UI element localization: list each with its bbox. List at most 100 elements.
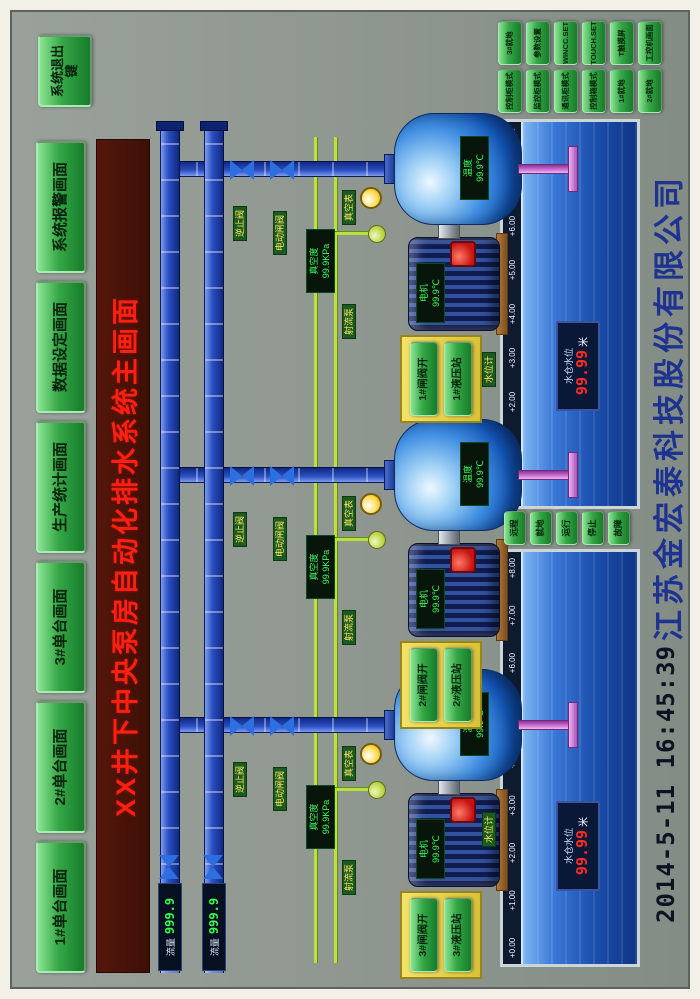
motor-label: 电机 (419, 590, 429, 609)
flow-value: 999.9 (163, 897, 177, 935)
jet-pump-tag: 射流泵 (342, 609, 357, 645)
pipe-end-flange (156, 121, 184, 131)
check-valve-icon (230, 466, 254, 486)
motor-display: 电机 99.9℃ (416, 569, 446, 629)
suction-pipe (518, 470, 574, 480)
flow-label: 流量 (209, 938, 220, 957)
vacuum-panel: 真空度 99.9KPa (306, 785, 336, 849)
valve-open-button[interactable]: 1#闸阀开 (410, 342, 438, 416)
gate-valve-tag: 电动闸阀 (273, 766, 288, 811)
valve-open-button[interactable]: 2#闸阀开 (410, 648, 438, 722)
main-pipe-1 (160, 127, 180, 973)
status-lamp-run[interactable]: 运行 (556, 511, 578, 545)
company-name: 江苏金宏泰科技股份有限公司 (652, 173, 687, 641)
motor-temp: 99.9℃ (430, 279, 441, 307)
gate-valve-icon (270, 160, 294, 180)
level-gauge-tag: 水位计 (482, 351, 497, 387)
valve-panel: 3#闸阀开 3#液压站 (400, 891, 482, 979)
valve-panel: 1#闸阀开 1#液压站 (400, 335, 482, 423)
valve-panel: 2#闸阀开 2#液压站 (400, 641, 482, 729)
suction-strainer (568, 146, 578, 192)
pump-unit-2: 逆止阀 电动闸阀 射流泵 真空度 99.9KPa 真空表 2#闸阀开 2#液压站… (12, 407, 690, 737)
exit-button[interactable]: 系统退出键 (38, 35, 92, 107)
main-pipe-2 (204, 127, 224, 973)
hydraulic-station-button[interactable]: 1#液压站 (444, 342, 472, 416)
hydraulic-station-button[interactable]: 2#液压站 (444, 648, 472, 722)
pump-temp-label: 温度 (463, 159, 473, 178)
mode-button-touchscr[interactable]: T触摸屏 (610, 21, 634, 65)
mode-button-touchset[interactable]: TOUCH.SET (582, 21, 606, 65)
status-lamp-stop[interactable]: 停止 (582, 511, 604, 545)
mode-button-ipc[interactable]: 工控机画面 (638, 21, 662, 65)
flow-value: 999.9 (207, 897, 221, 935)
stop-button[interactable] (450, 241, 476, 267)
check-valve-tag: 逆止阀 (233, 761, 248, 797)
mode-panel: 控制柜模式 监控柜模式 通讯柜模式 控制箱模式 1#就地 2#就地 3#就地 参… (498, 21, 662, 113)
level-display-right: 水仓水位 99.99米 (556, 321, 600, 411)
mode-button-local2[interactable]: 2#就地 (638, 69, 662, 113)
mode-button-monitor[interactable]: 监控柜模式 (526, 69, 550, 113)
pump-body (394, 113, 522, 225)
vacuum-value: 99.9KPa (320, 799, 331, 835)
vacuum-label: 真空度 (309, 553, 319, 581)
pump-body (394, 419, 522, 531)
pump-display: 温度 99.9℃ (460, 136, 490, 200)
level-unit: 米 (578, 336, 590, 347)
vacuum-gauge-tag: 真空表 (342, 495, 357, 531)
jet-pump-icon (368, 531, 386, 549)
jet-pump-icon (368, 781, 386, 799)
vacuum-gauge-icon (360, 743, 382, 765)
pump-temp-value: 99.9℃ (474, 154, 485, 182)
vacuum-gauge-icon (360, 187, 382, 209)
vacuum-gauge-icon (360, 493, 382, 515)
valve-open-button[interactable]: 3#闸阀开 (410, 898, 438, 972)
suction-strainer (568, 452, 578, 498)
pump-temp-label: 温度 (463, 465, 473, 484)
gate-valve-tag: 电动闸阀 (273, 210, 288, 255)
motor-display: 电机 99.9℃ (416, 819, 446, 879)
motor-display: 电机 99.9℃ (416, 263, 446, 323)
main-valve-icon (203, 855, 223, 879)
gate-valve-icon (270, 466, 294, 486)
flow-label: 流量 (165, 938, 176, 957)
motor-label: 电机 (419, 840, 429, 859)
vacuum-label: 真空度 (309, 247, 319, 275)
level-unit: 米 (578, 816, 590, 827)
jet-pump-tag: 射流泵 (342, 303, 357, 339)
level-gauge-tag: 水位计 (482, 811, 497, 847)
pump-display: 温度 99.9℃ (460, 442, 490, 506)
motor-label: 电机 (419, 284, 429, 303)
jet-pump-tag: 射流泵 (342, 859, 357, 895)
vacuum-value: 99.9KPa (320, 549, 331, 585)
hydraulic-station-button[interactable]: 3#液压站 (444, 898, 472, 972)
motor-temp: 99.9℃ (430, 835, 441, 863)
stop-button[interactable] (450, 547, 476, 573)
gate-valve-tag: 电动闸阀 (273, 516, 288, 561)
suction-pipe (518, 164, 574, 174)
mode-button-local1[interactable]: 1#就地 (610, 69, 634, 113)
vacuum-value: 99.9KPa (320, 243, 331, 279)
status-lamp-stack: 远程 就地 运行 停止 故障 (504, 511, 630, 545)
status-lamp-fault[interactable]: 故障 (608, 511, 630, 545)
level-value: 99.99 (572, 349, 591, 396)
mode-button-wincc[interactable]: WINCC.SET (554, 21, 578, 65)
pump-temp-value: 99.9℃ (474, 460, 485, 488)
mode-button-box[interactable]: 控制箱模式 (582, 69, 606, 113)
main-valve-icon (159, 855, 179, 879)
mode-button-params[interactable]: 参数设置 (526, 21, 550, 65)
mode-button-local3[interactable]: 3#就地 (498, 21, 522, 65)
stop-button[interactable] (450, 797, 476, 823)
status-lamp-local[interactable]: 就地 (530, 511, 552, 545)
vacuum-label: 真空度 (309, 803, 319, 831)
level-display-left: 水仓水位 99.99米 (556, 801, 600, 891)
mode-button-comm[interactable]: 通讯柜模式 (554, 69, 578, 113)
mode-button-cabinet[interactable]: 控制柜模式 (498, 69, 522, 113)
check-valve-tag: 逆止阀 (233, 205, 248, 241)
flow-panel-1: 流量 999.9 (158, 883, 182, 971)
status-lamp-remote[interactable]: 远程 (504, 511, 526, 545)
pipe-end-flange (200, 121, 228, 131)
hmi-screen: 1#单台画面 2#单台画面 3#单台画面 生产统计画面 数据设定画面 系统报警画… (10, 10, 690, 989)
check-valve-tag: 逆止阀 (233, 511, 248, 547)
vacuum-gauge-tag: 真空表 (342, 745, 357, 781)
